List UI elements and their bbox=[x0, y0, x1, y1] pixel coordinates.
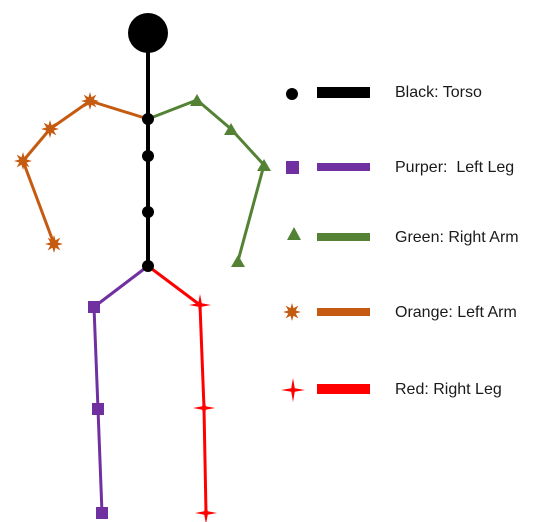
left-arm-joint bbox=[45, 235, 63, 253]
legend-item-left-leg: Purper: Left Leg bbox=[286, 159, 514, 176]
torso bbox=[128, 13, 168, 272]
legend-label-left-leg: Purper: Left Leg bbox=[395, 159, 514, 176]
right-arm-line bbox=[147, 98, 266, 262]
torso-joint bbox=[142, 113, 154, 125]
star-shape bbox=[283, 303, 301, 321]
left-arm-joint bbox=[14, 152, 32, 170]
right-leg bbox=[147, 264, 217, 522]
star-shape bbox=[193, 397, 215, 419]
star-shape bbox=[14, 152, 32, 170]
right-arm-joint bbox=[190, 94, 204, 106]
left-leg-joint bbox=[96, 507, 108, 519]
legend-label-right-arm: Green: Right Arm bbox=[395, 229, 519, 246]
torso-joint bbox=[142, 206, 154, 218]
legend-line-swatch bbox=[317, 308, 370, 316]
torso-joint bbox=[142, 150, 154, 162]
star-shape bbox=[195, 502, 217, 522]
right-leg-joint bbox=[193, 397, 215, 419]
left-leg-line bbox=[92, 264, 149, 514]
legend-item-right-leg: Red: Right Leg bbox=[281, 378, 502, 402]
legend-line-swatch bbox=[317, 233, 370, 241]
four-point-star-icon bbox=[281, 378, 305, 402]
left-leg-joint bbox=[92, 403, 104, 415]
right-leg-line bbox=[147, 264, 208, 514]
star-shape bbox=[189, 294, 211, 316]
star-shape bbox=[281, 378, 305, 402]
right-leg-joint bbox=[189, 294, 211, 316]
left-leg bbox=[88, 264, 149, 519]
star-icon bbox=[283, 303, 301, 321]
left-arm-joint bbox=[81, 92, 99, 110]
star-shape bbox=[45, 235, 63, 253]
right-leg-joint bbox=[195, 502, 217, 522]
legend-label-torso: Black: Torso bbox=[395, 84, 482, 101]
right-arm-joint bbox=[257, 159, 271, 171]
legend-line-swatch bbox=[317, 384, 370, 394]
square-icon bbox=[286, 161, 299, 174]
legend-item-right-arm: Green: Right Arm bbox=[287, 227, 519, 246]
legend-line-swatch bbox=[317, 87, 370, 98]
triangle-icon bbox=[287, 227, 301, 240]
torso-joint bbox=[142, 260, 154, 272]
right-arm bbox=[147, 94, 271, 267]
legend-label-right-leg: Red: Right Leg bbox=[395, 381, 502, 398]
right-arm-joint bbox=[224, 123, 238, 135]
legend-item-left-arm: Orange: Left Arm bbox=[283, 303, 517, 321]
legend-line-swatch bbox=[317, 163, 370, 171]
head bbox=[128, 13, 168, 53]
left-arm-joint bbox=[41, 120, 59, 138]
star-shape bbox=[41, 120, 59, 138]
left-leg-joint bbox=[88, 301, 100, 313]
star-shape bbox=[81, 92, 99, 110]
stick-figure bbox=[14, 13, 271, 522]
left-arm-line bbox=[21, 99, 149, 245]
circle-icon bbox=[286, 88, 298, 100]
left-arm bbox=[14, 92, 149, 253]
legend-item-torso: Black: Torso bbox=[286, 84, 482, 101]
right-arm-joint bbox=[231, 255, 245, 267]
legend-label-left-arm: Orange: Left Arm bbox=[395, 304, 517, 321]
legend: Black: Torso Purper: Left Leg Green: Rig… bbox=[281, 84, 519, 402]
